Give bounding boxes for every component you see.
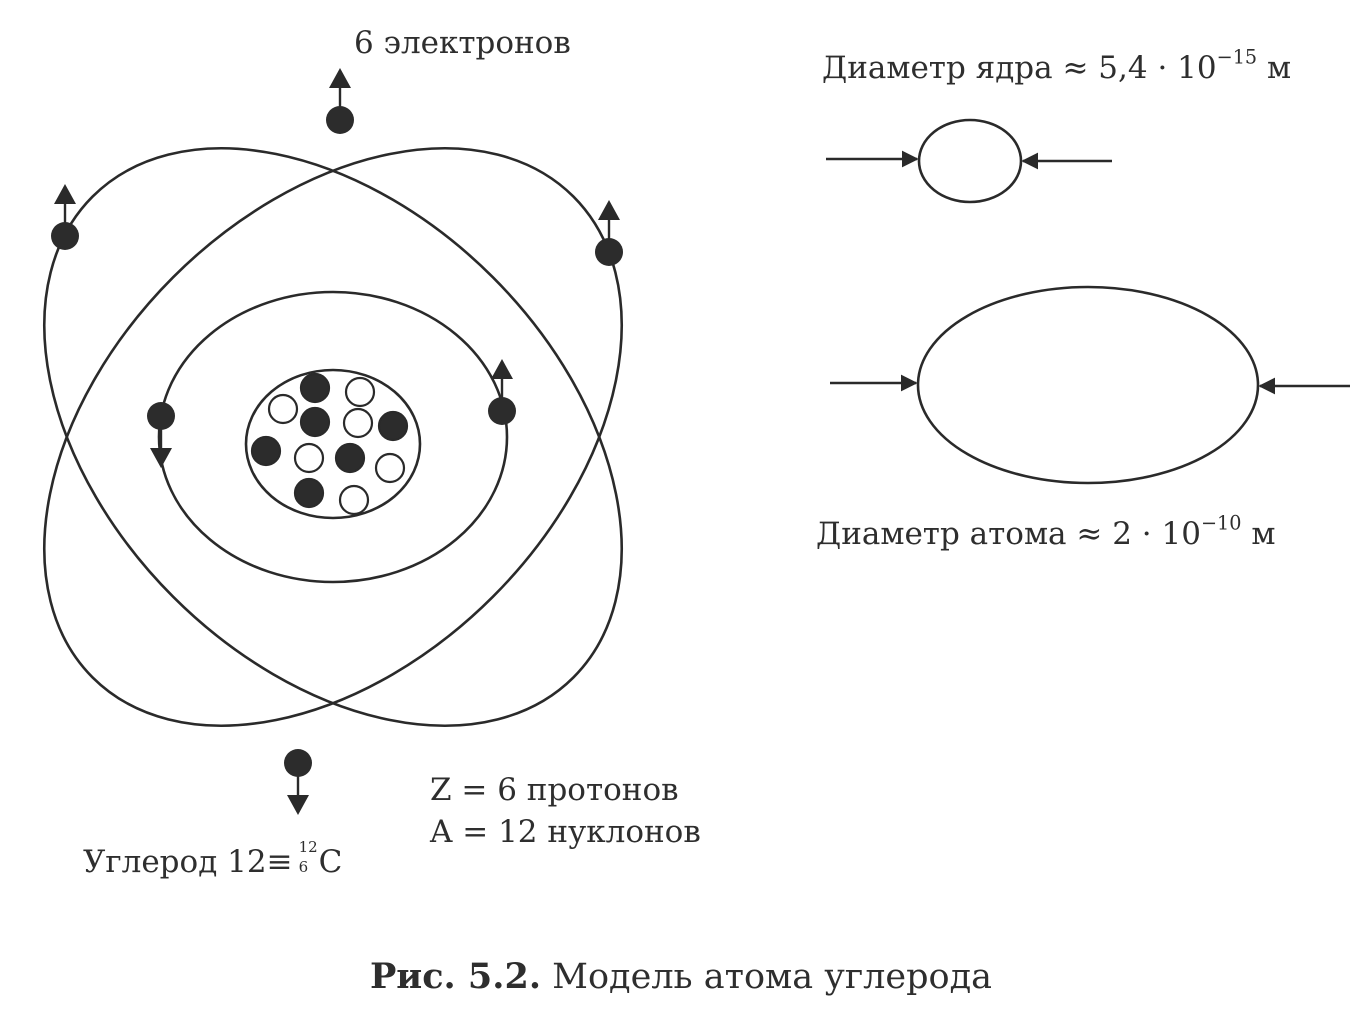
neutron [374, 452, 406, 484]
atom-diameter-prefix: Диаметр атома ≈ 2 · 10 [816, 516, 1201, 552]
figure-number: Рис. 5.2. [369, 956, 542, 997]
electron [326, 68, 354, 134]
electron-dot [51, 222, 79, 250]
proton [293, 477, 325, 509]
proton [377, 410, 409, 442]
proton [250, 435, 282, 467]
atomic-number: 6 [298, 858, 309, 876]
protons-text: Z = 6 протонов [430, 772, 679, 808]
atom-outline [916, 285, 1260, 485]
nucleons-text: A = 12 нуклонов [430, 814, 701, 850]
electron-dot [595, 238, 623, 266]
electron-motion-arrow-head [491, 359, 513, 379]
electron-motion-arrow-head [287, 795, 309, 815]
electrons-count-label: 6 электронов [354, 25, 571, 61]
neutron [338, 484, 370, 516]
electron-dot [326, 106, 354, 134]
atom-diameter-label: Диаметр атома ≈ 2 · 10−10 м [816, 513, 1276, 552]
electron-motion-arrow-head [598, 200, 620, 220]
electron [595, 200, 623, 266]
neutron [344, 376, 376, 408]
figure-caption: Рис. 5.2. Модель атома углерода [0, 956, 1362, 997]
electron-motion-arrow-head [150, 448, 172, 468]
electron [284, 749, 312, 815]
element-name: Углерод 12 [83, 844, 267, 880]
atom-diameter-exponent: −10 [1200, 511, 1242, 535]
proton [334, 442, 366, 474]
electron [147, 402, 175, 468]
nucleus-diameter-unit: м [1257, 50, 1292, 86]
electron-dot [488, 397, 516, 425]
small-nucleus-outline [917, 118, 1023, 204]
atom-diameter-sketch [830, 285, 1350, 485]
neutron [293, 442, 325, 474]
electron-dot [284, 749, 312, 777]
proton [299, 406, 331, 438]
electron [488, 359, 516, 425]
orbit-inner [157, 290, 509, 584]
neutron [267, 393, 299, 425]
nucleus-diameter-prefix: Диаметр ядра ≈ 5,4 · 10 [822, 50, 1217, 86]
nucleus-diameter-label: Диаметр ядра ≈ 5,4 · 10−15 м [822, 47, 1292, 86]
electrons-count-text: 6 электронов [354, 25, 571, 61]
electrons [51, 68, 623, 815]
neutron [342, 407, 374, 439]
electron-motion-arrow-head [329, 68, 351, 88]
element-symbol: C [318, 844, 343, 880]
nucleus [244, 368, 422, 520]
mass-number: 12 [298, 838, 318, 856]
nucleons-label: A = 12 нуклонов [430, 814, 701, 850]
electron [51, 184, 79, 250]
electron-motion-arrow-head [54, 184, 76, 204]
element-equiv-sign: ≡ [266, 844, 293, 880]
protons-label: Z = 6 протонов [430, 772, 679, 808]
proton [299, 372, 331, 404]
nucleus-diameter-sketch [826, 118, 1112, 204]
nucleus-diameter-exponent: −15 [1216, 45, 1258, 69]
electron-orbits [43, 147, 623, 727]
orbit-tilted-left [43, 147, 623, 727]
orbit-tilted-right [43, 147, 623, 727]
figure-title: Модель атома углерода [541, 957, 993, 997]
electron-dot [147, 402, 175, 430]
atom-diameter-unit: м [1241, 516, 1276, 552]
